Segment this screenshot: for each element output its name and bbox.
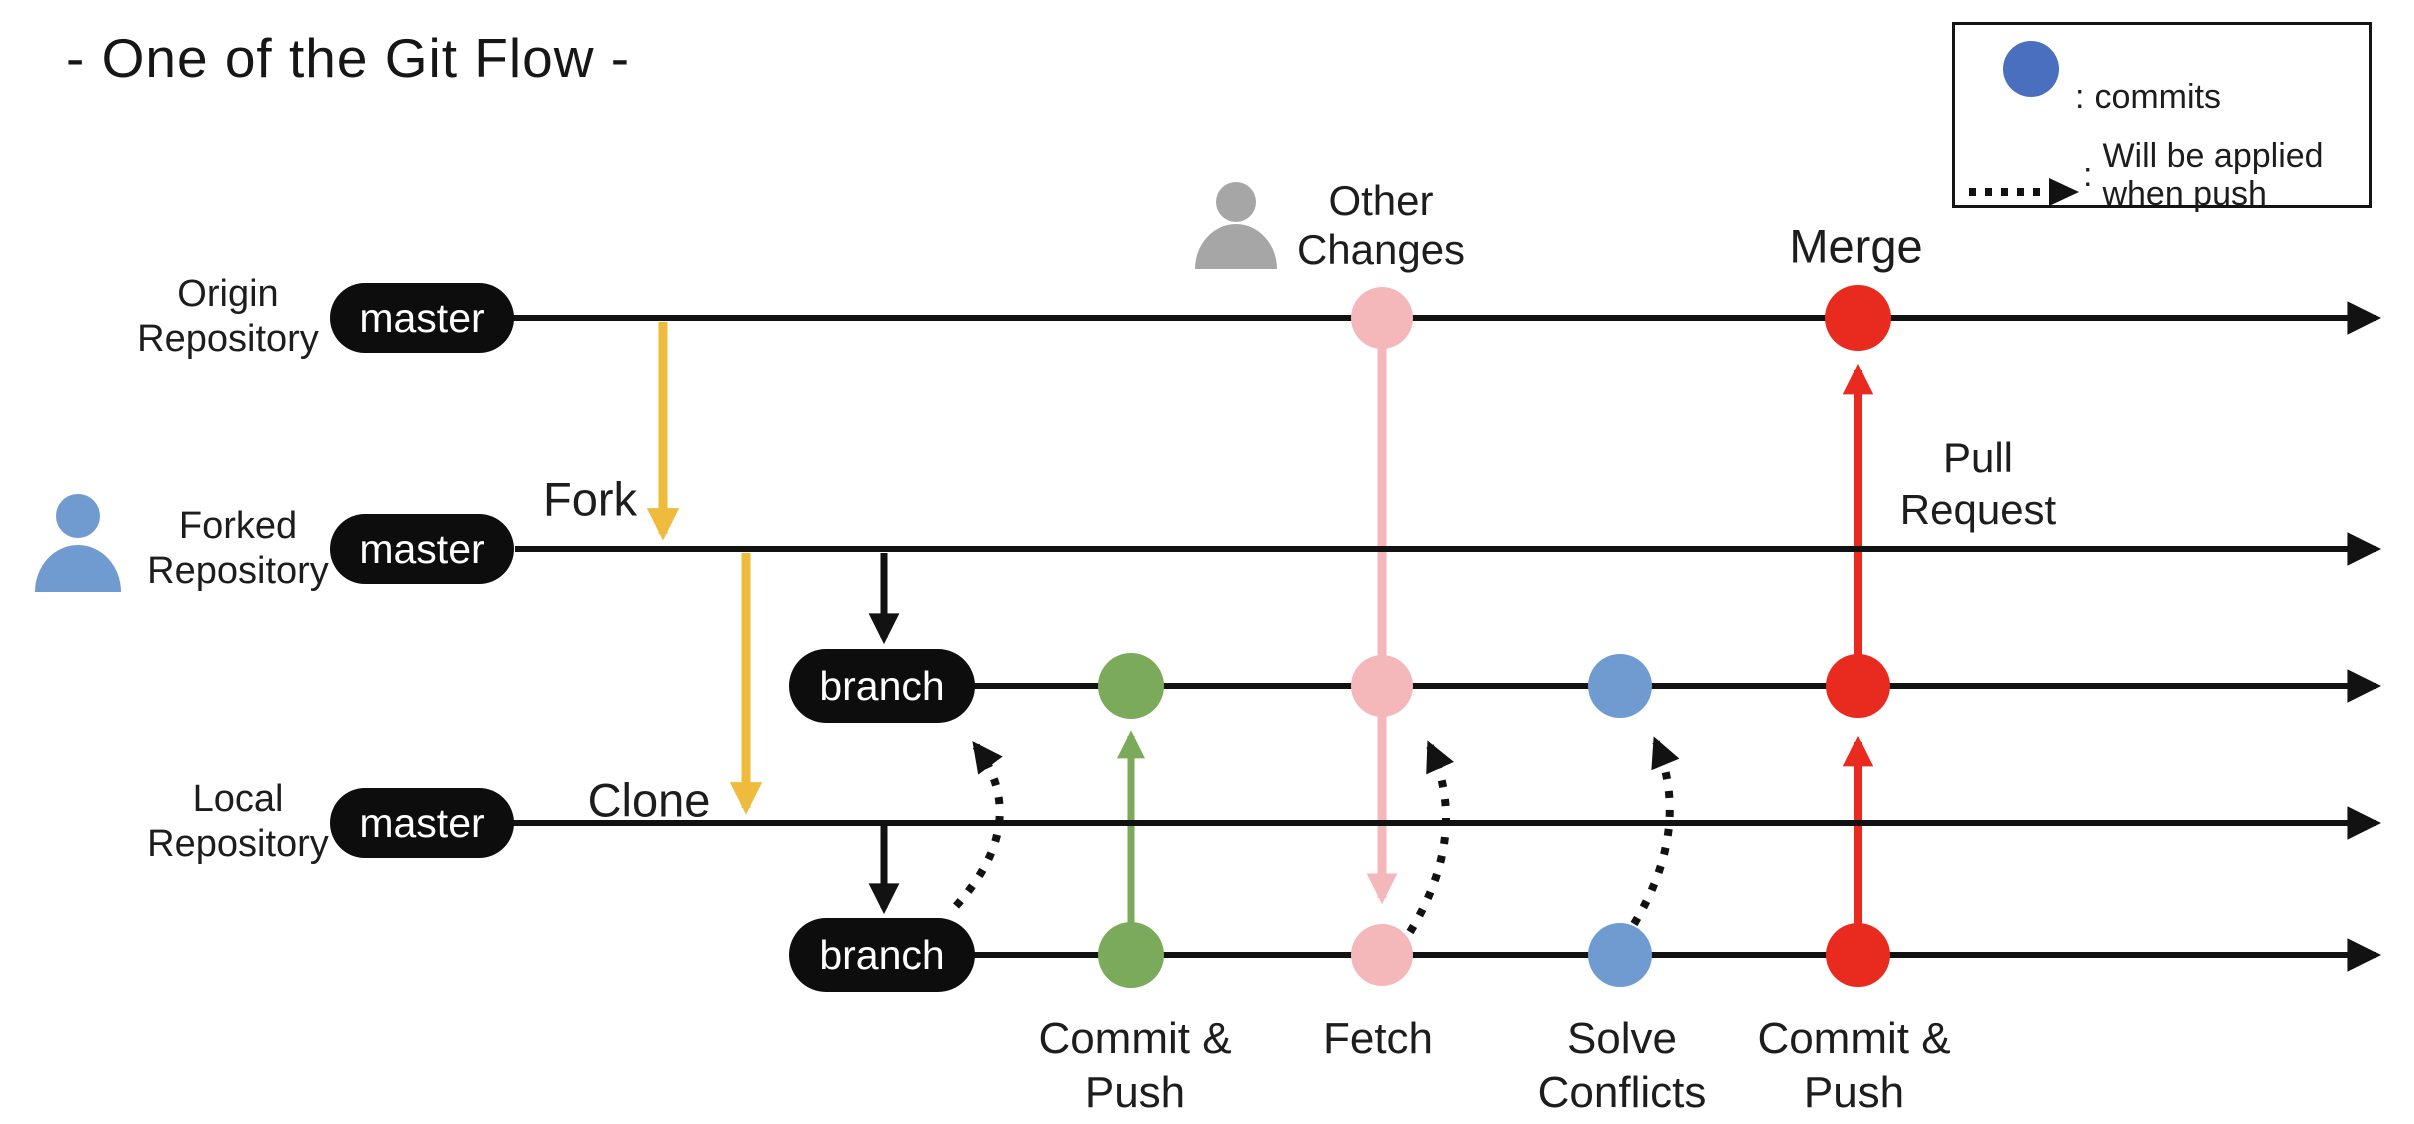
branch-pill-forked: branch <box>789 649 975 723</box>
clone-label: Clone <box>587 773 711 827</box>
commit-dot-red-local-branch <box>1826 923 1890 987</box>
pull-request-label: Pull Request <box>1899 434 2057 533</box>
user-icon-blue <box>35 494 121 592</box>
legend-push-label: Will be applied when push <box>2102 137 2324 213</box>
commit-dot-pink-forked-branch <box>1351 655 1413 717</box>
step-label-commit-push-2: Commit & Push <box>1757 1014 1951 1117</box>
page-title: - One of the Git Flow - <box>66 27 631 89</box>
commit-dot-red-forked-branch <box>1826 654 1890 718</box>
apply-when-push-curve-1 <box>953 741 1004 909</box>
other-changes-label: Other Changes <box>1296 177 1466 273</box>
fork-label: Fork <box>543 472 637 526</box>
commit-dot-pink-local-branch <box>1351 924 1413 986</box>
master-pill-forked: master <box>330 514 514 584</box>
legend-row-commits: : commits <box>2075 78 2221 117</box>
commit-dot-red-merge <box>1825 285 1891 351</box>
dashed-arrow-icon <box>1969 178 2079 206</box>
legend-colon: : <box>2075 78 2085 116</box>
user-icon-gray <box>1195 182 1277 269</box>
legend-commits-label: commits <box>2094 78 2222 116</box>
legend: : commits : Will be applied when push <box>1952 22 2372 213</box>
commit-dot-pink-origin <box>1351 287 1413 349</box>
forked-row-label: Forked Repository <box>147 505 329 592</box>
commit-dot-green-local-branch <box>1098 922 1164 988</box>
commit-dot-icon <box>2003 41 2059 97</box>
merge-label: Merge <box>1789 219 1923 273</box>
step-label-fetch: Fetch <box>1322 1014 1434 1063</box>
master-pill-origin: master <box>330 283 514 353</box>
apply-when-push-curve-3 <box>1630 736 1680 927</box>
master-pill-local: master <box>330 788 514 858</box>
legend-colon: : <box>2083 155 2093 194</box>
commit-dot-blue-forked-branch <box>1588 654 1652 718</box>
apply-when-push-curve-2 <box>1406 740 1454 935</box>
step-label-commit-push-1: Commit & Push <box>1038 1014 1232 1117</box>
legend-row-push: : Will be applied when push <box>2083 137 2342 213</box>
local-row-label: Local Repository <box>147 778 329 865</box>
commit-dot-green-forked-branch <box>1098 653 1164 719</box>
origin-row-label: Origin Repository <box>137 273 319 360</box>
branch-pill-local: branch <box>789 918 975 992</box>
step-label-solve-conflicts: Solve Conflicts <box>1537 1014 1707 1117</box>
commit-dot-blue-local-branch <box>1588 923 1652 987</box>
